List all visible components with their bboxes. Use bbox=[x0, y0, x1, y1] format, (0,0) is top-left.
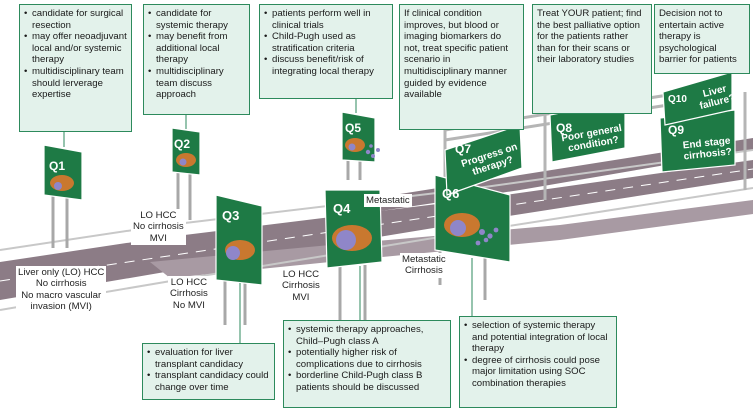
callout-q2-item: multidisciplinary team discuss approach bbox=[148, 66, 245, 101]
callout-q8: Treat YOUR patient; find the best pallia… bbox=[532, 4, 652, 114]
road-label-lo-cirrhosis-mvi: LO HCC Cirrhosis MVI bbox=[280, 268, 322, 305]
callout-q3-item: transplant candidacy could change over t… bbox=[147, 370, 270, 393]
sign-q3-label: Q3 bbox=[222, 208, 240, 223]
sign-q9-label: Q9 bbox=[668, 123, 685, 137]
sign-q8-label: Q8 bbox=[556, 121, 573, 135]
sign-q1-label: Q1 bbox=[49, 159, 66, 173]
callout-q5-item: Child-Pugh used as stratification criter… bbox=[264, 31, 388, 54]
callout-q4-item: systemic therapy approaches, Child–Pugh … bbox=[288, 324, 446, 347]
road-label-metastatic-cirrhosis: Metastatic Cirrhosis bbox=[400, 253, 448, 278]
callout-q1: candidate for surgical resection may off… bbox=[19, 4, 132, 132]
callout-q1-item: multidisciplinary team should lerverage … bbox=[24, 66, 127, 101]
callout-q7-text: If clinical condition improves, but bloo… bbox=[404, 8, 508, 101]
sign-q1 bbox=[43, 144, 83, 201]
callout-q5-item: patients perform well in clinical trials bbox=[264, 8, 388, 31]
callout-q6-item: degree of cirrhosis could pose major lim… bbox=[464, 355, 612, 390]
callout-q6: selection of systemic therapy and potent… bbox=[459, 316, 617, 408]
callout-q3-item: evaluation for liver transplant candidac… bbox=[147, 347, 270, 370]
callout-q9-text: Decision not to entertain active therapy… bbox=[659, 8, 737, 66]
sign-q2 bbox=[171, 127, 201, 176]
sign-q7 bbox=[444, 124, 523, 196]
sign-q4-label: Q4 bbox=[333, 201, 351, 216]
callout-q6-item: selection of systemic therapy and potent… bbox=[464, 320, 612, 355]
sign-q6 bbox=[434, 174, 511, 263]
callout-q2-item: may benefit from additional local therap… bbox=[148, 31, 245, 66]
callout-q8-text: Treat YOUR patient; find the best pallia… bbox=[537, 8, 642, 66]
callout-q1-item: candidate for surgical resection bbox=[24, 8, 127, 31]
sign-q10 bbox=[662, 71, 733, 126]
sign-q2-label: Q2 bbox=[174, 137, 191, 151]
sign-q10-label: Q10 bbox=[668, 94, 687, 105]
callout-q4: systemic therapy approaches, Child–Pugh … bbox=[283, 320, 451, 408]
callout-q1-item: may offer neoadjuvant local and/or syste… bbox=[24, 31, 127, 66]
callout-q3: evaluation for liver transplant candidac… bbox=[142, 343, 275, 400]
callout-q9: Decision not to entertain active therapy… bbox=[654, 4, 750, 74]
sign-q7-label: Q7 bbox=[455, 142, 472, 156]
road-label-lo-cirrhosis-nomvi: LO HCC Cirrhosis No MVI bbox=[168, 276, 210, 313]
sign-q3 bbox=[215, 194, 263, 286]
sign-q5-label: Q5 bbox=[345, 121, 362, 135]
callout-q2: candidate for systemic therapy may benef… bbox=[143, 4, 250, 115]
callout-q2-item: candidate for systemic therapy bbox=[148, 8, 245, 31]
callout-q4-item: potentially higher risk of complications… bbox=[288, 347, 446, 370]
callout-q5-item: discuss benefit/risk of integrating loca… bbox=[264, 54, 388, 77]
callout-q4-item: borderline Child-Pugh class B patients s… bbox=[288, 370, 446, 393]
road-label-lo-hcc: Liver only (LO) HCC No cirrhosis No macr… bbox=[16, 266, 107, 314]
road-label-metastatic: Metastatic bbox=[364, 194, 412, 208]
guardrail bbox=[0, 149, 753, 251]
sign-q6-label: Q6 bbox=[442, 186, 460, 201]
road-label-lo-nocirrhosis-mvi: LO HCC No cirrhosis MVI bbox=[131, 209, 186, 246]
callout-q5: patients perform well in clinical trials… bbox=[259, 4, 393, 99]
sign-q5 bbox=[341, 111, 380, 163]
sign-q4 bbox=[324, 189, 383, 269]
callout-q7: If clinical condition improves, but bloo… bbox=[399, 4, 524, 130]
